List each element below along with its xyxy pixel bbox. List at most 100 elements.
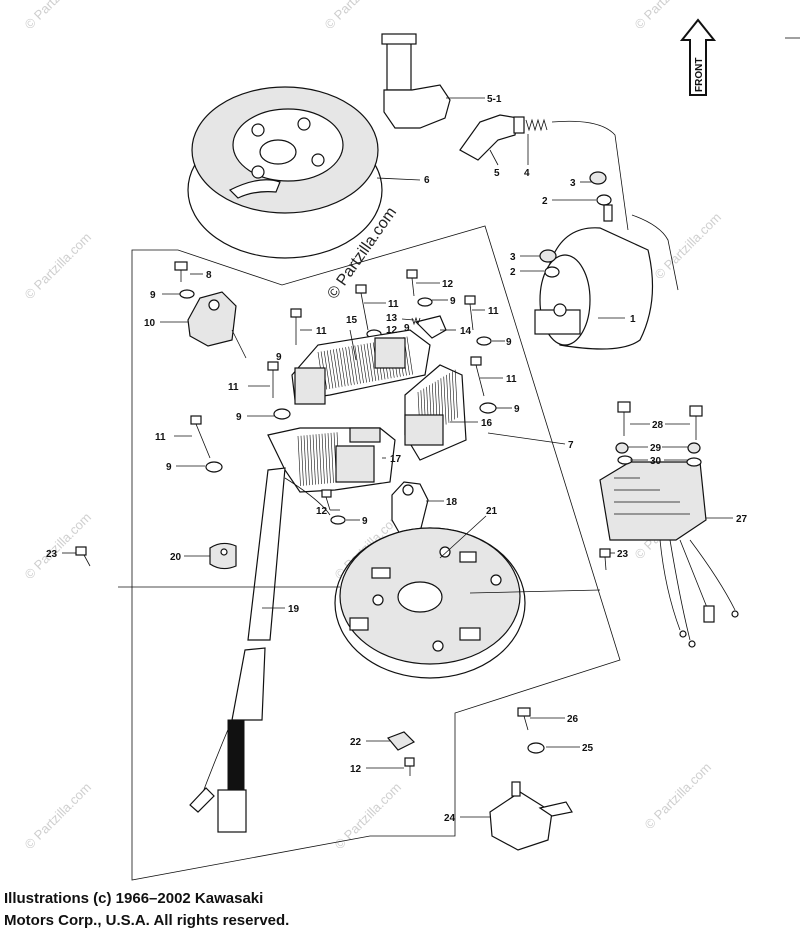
coil-winding	[312, 434, 316, 485]
screw	[599, 548, 611, 571]
callout-labels: 5-1 5 4 6 3 2 3 2 1 7 8 9 10 9 11 9 11 9…	[46, 94, 748, 824]
coil-winding	[451, 371, 455, 420]
generator-coil-upper	[291, 329, 431, 405]
washer	[527, 742, 545, 754]
callout-19: 19	[288, 604, 300, 615]
condenser	[391, 481, 429, 535]
coil-winding	[297, 435, 301, 487]
watermark: © Partzilla.com	[22, 780, 95, 853]
contact-breaker	[187, 291, 247, 359]
screw	[517, 707, 531, 731]
watermark: © Partzilla.com	[22, 510, 95, 583]
screw	[470, 356, 485, 397]
callout-26: 26	[567, 714, 579, 725]
copyright-line-2: Motors Corp., U.S.A. All rights reserved…	[4, 912, 290, 929]
watermark: © Partzilla.com	[22, 0, 95, 32]
spark-plug-cap	[381, 33, 451, 129]
watermark-layer: © Partzilla.com © Partzilla.com © Partzi…	[22, 0, 725, 852]
washer	[179, 289, 195, 299]
coil-winding	[366, 343, 374, 382]
coil-winding	[303, 435, 307, 486]
coil-winding	[443, 376, 447, 425]
coil-winding	[348, 346, 355, 385]
screw	[355, 284, 369, 331]
callout-11-f: 11	[506, 374, 517, 385]
callout-11-e: 11	[488, 306, 499, 317]
callout-29: 29	[650, 443, 662, 454]
callout-9-c: 9	[236, 412, 242, 423]
callout-28: 28	[652, 420, 664, 431]
callout-17: 17	[390, 454, 402, 465]
callout-10: 10	[144, 318, 156, 329]
assembly-outline	[131, 225, 621, 881]
bolt	[617, 401, 631, 436]
screw	[174, 261, 188, 282]
callout-9-g: 9	[506, 337, 512, 348]
coil-winding	[446, 374, 450, 423]
washer	[617, 455, 633, 465]
coil-winding	[324, 433, 328, 484]
callout-9-f: 9	[404, 323, 410, 334]
callout-13: 13	[386, 313, 398, 324]
screw	[190, 415, 211, 459]
screw	[406, 269, 418, 297]
callout-3-upper: 3	[570, 178, 576, 189]
callout-11-d: 11	[388, 299, 399, 310]
coil-winding	[454, 369, 458, 418]
washer	[330, 515, 346, 525]
callout-12-c: 12	[316, 506, 328, 517]
coil-winding	[369, 342, 377, 381]
screw	[404, 757, 415, 776]
coil-winding	[323, 350, 331, 389]
spring	[525, 118, 548, 132]
coil-winding	[321, 433, 325, 484]
callout-5: 5	[494, 168, 500, 179]
coil-winding	[357, 345, 364, 384]
coil-winding	[449, 373, 453, 422]
front-arrow-icon: FRONT	[679, 18, 717, 96]
screw	[464, 295, 476, 331]
screw	[75, 546, 91, 567]
callout-15: 15	[346, 315, 358, 326]
callout-6: 6	[424, 175, 430, 186]
coil-winding	[309, 434, 313, 485]
washer	[476, 336, 492, 346]
coil-winding	[406, 336, 413, 375]
screw	[321, 489, 332, 511]
screw	[290, 308, 302, 345]
coil-winding	[306, 435, 310, 486]
nut	[539, 249, 557, 263]
watermark: © Partzilla.com	[652, 210, 725, 283]
callout-14: 14	[460, 326, 472, 337]
callout-9-e: 9	[450, 296, 456, 307]
callout-9-b: 9	[276, 352, 282, 363]
washer	[544, 266, 560, 278]
coil-winding	[315, 434, 319, 485]
callout-27: 27	[736, 514, 748, 525]
callout-12-d: 12	[350, 764, 362, 775]
plug-boot	[459, 114, 525, 161]
nut	[589, 171, 607, 185]
callout-21: 21	[486, 506, 498, 517]
grommet	[209, 542, 237, 570]
washer	[205, 461, 223, 473]
callout-11-b: 11	[155, 432, 166, 443]
washer	[273, 408, 291, 420]
callout-11-a: 11	[228, 382, 239, 393]
rotor-flywheel	[187, 86, 383, 259]
coil-winding	[342, 347, 349, 386]
watermark: © Partzilla.com	[322, 0, 395, 32]
coil-winding	[330, 432, 334, 483]
washer	[596, 194, 612, 206]
coil-winding	[300, 435, 304, 486]
generator-coil-right	[404, 364, 467, 461]
coil-winding	[326, 350, 334, 389]
callout-1: 1	[630, 314, 636, 325]
coil-winding	[339, 348, 346, 387]
washer	[479, 402, 497, 414]
coil-winding	[336, 348, 343, 387]
copyright-line-1: Illustrations (c) 1966–2002 Kawasaki	[4, 890, 264, 907]
coil-winding	[329, 349, 337, 388]
coil-winding	[363, 343, 370, 383]
callout-12-b: 12	[386, 325, 398, 336]
